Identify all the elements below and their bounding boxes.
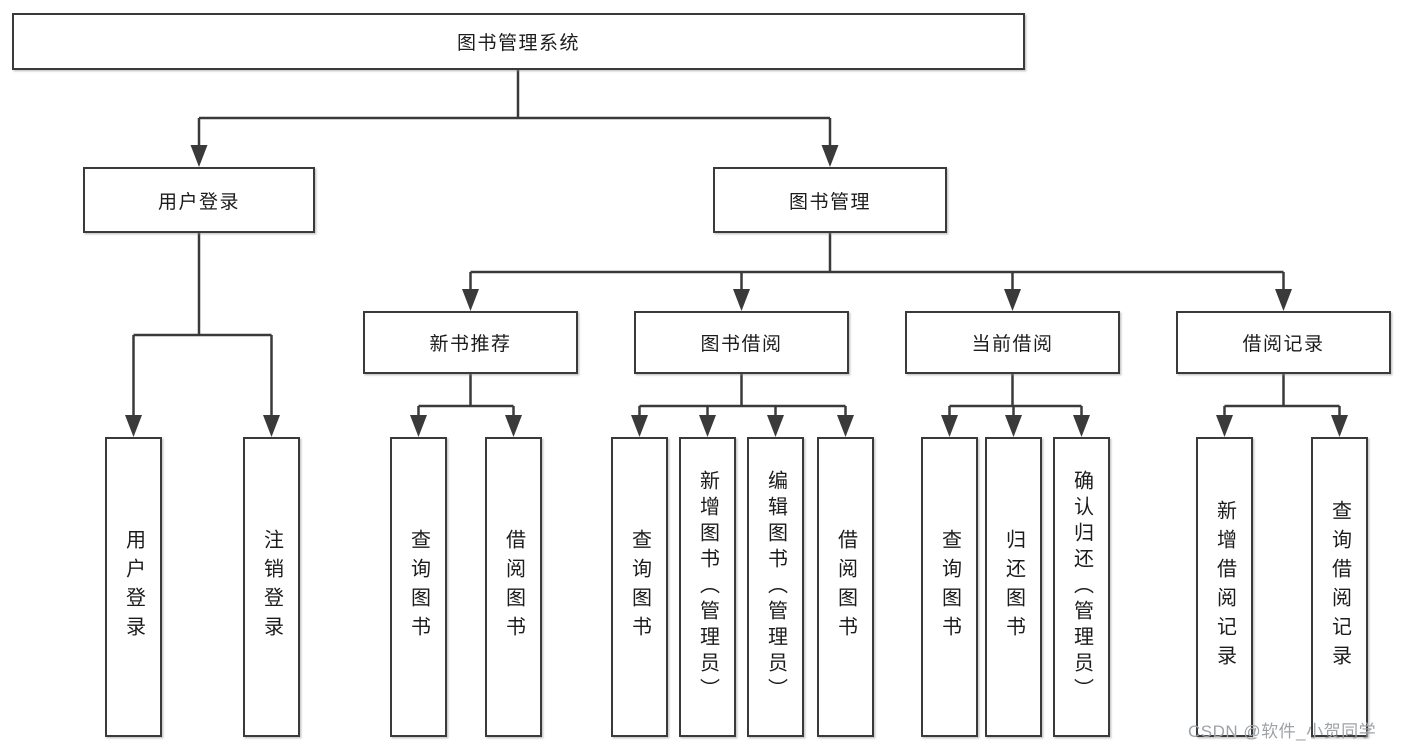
- node-leaf-return-books: 归还图书: [985, 437, 1042, 737]
- arrowhead-icon: [733, 289, 750, 311]
- node-leaf-query-books-current: 查询图书: [921, 437, 978, 737]
- leaf-query-books-borrow-label: 查询图书: [628, 529, 651, 645]
- leaf-query-books-current-label: 查询图书: [938, 529, 961, 645]
- arrowhead-icon: [1331, 415, 1348, 437]
- arrowhead-icon: [837, 415, 854, 437]
- leaf-query-books-new-label: 查询图书: [407, 529, 430, 645]
- node-leaf-query-record: 查询借阅记录: [1311, 437, 1368, 737]
- node-borrow-records: 借阅记录: [1176, 311, 1391, 374]
- connector-book-borrow: [638, 374, 847, 416]
- arrowhead-icon: [631, 415, 648, 437]
- arrowhead-icon: [1004, 289, 1021, 311]
- node-book-borrow: 图书借阅: [634, 311, 849, 374]
- node-current-borrow-label: 当前借阅: [971, 334, 1054, 355]
- node-current-borrow: 当前借阅: [905, 311, 1120, 374]
- arrowhead-icon: [1073, 415, 1090, 437]
- arrowhead-icon: [767, 415, 784, 437]
- node-leaf-borrow-books-new: 借阅图书: [485, 437, 542, 737]
- arrowhead-icon: [1005, 415, 1022, 437]
- arrowhead-icon: [263, 415, 280, 437]
- node-leaf-user-login: 用户登录: [105, 437, 162, 737]
- node-leaf-query-books-new: 查询图书: [390, 437, 447, 737]
- node-leaf-edit-books: 编辑图书（管理员）: [747, 437, 804, 737]
- connector-new-books: [417, 374, 515, 416]
- arrowhead-icon: [1275, 289, 1292, 311]
- leaf-logout-label: 注销登录: [260, 529, 283, 645]
- leaf-user-login-label: 用户登录: [122, 529, 145, 645]
- arrowhead-icon: [941, 415, 958, 437]
- node-leaf-borrow-books-borrow: 借阅图书: [817, 437, 874, 737]
- connector-current-borrow: [948, 374, 1083, 416]
- node-root: 图书管理系统: [12, 13, 1025, 70]
- arrowhead-icon: [462, 289, 479, 311]
- arrowhead-icon: [1216, 415, 1233, 437]
- node-book-borrow-label: 图书借阅: [700, 334, 783, 355]
- leaf-query-record-label: 查询借阅记录: [1328, 500, 1351, 674]
- connector-borrow-records: [1223, 374, 1341, 416]
- node-borrow-records-label: 借阅记录: [1242, 334, 1325, 355]
- node-user-login: 用户登录: [83, 167, 315, 233]
- node-leaf-add-books: 新增图书（管理员）: [679, 437, 736, 737]
- arrowhead-icon: [505, 415, 522, 437]
- leaf-borrow-books-borrow-label: 借阅图书: [834, 529, 857, 645]
- node-new-books-label: 新书推荐: [429, 334, 512, 355]
- connector-root: [197, 70, 832, 147]
- arrowhead-icon: [699, 415, 716, 437]
- node-leaf-confirm-return: 确认归还（管理员）: [1053, 437, 1110, 737]
- node-leaf-add-record: 新增借阅记录: [1196, 437, 1253, 737]
- arrowhead-icon: [410, 415, 427, 437]
- leaf-return-books-label: 归还图书: [1002, 529, 1025, 645]
- node-book-mgmt-label: 图书管理: [788, 191, 871, 213]
- node-book-mgmt: 图书管理: [713, 167, 947, 233]
- node-leaf-logout: 注销登录: [243, 437, 300, 737]
- leaf-add-record-label: 新增借阅记录: [1213, 500, 1236, 674]
- watermark: CSDN @软件_小贺同学: [1188, 722, 1377, 741]
- connector-book-mgmt: [469, 233, 1285, 290]
- arrowhead-icon: [125, 415, 142, 437]
- leaf-confirm-return-label: 确认归还（管理员）: [1070, 470, 1093, 704]
- node-leaf-query-books-borrow: 查询图书: [611, 437, 668, 737]
- leaf-borrow-books-new-label: 借阅图书: [502, 529, 525, 645]
- arrowhead-icon: [190, 145, 208, 167]
- connector-user-login: [132, 233, 273, 416]
- node-new-books: 新书推荐: [363, 311, 578, 374]
- leaf-edit-books-label: 编辑图书（管理员）: [764, 470, 787, 704]
- node-root-label: 图书管理系统: [456, 33, 580, 54]
- node-user-login-label: 用户登录: [157, 191, 240, 213]
- arrowhead-icon: [821, 145, 839, 167]
- leaf-add-books-label: 新增图书（管理员）: [696, 470, 719, 704]
